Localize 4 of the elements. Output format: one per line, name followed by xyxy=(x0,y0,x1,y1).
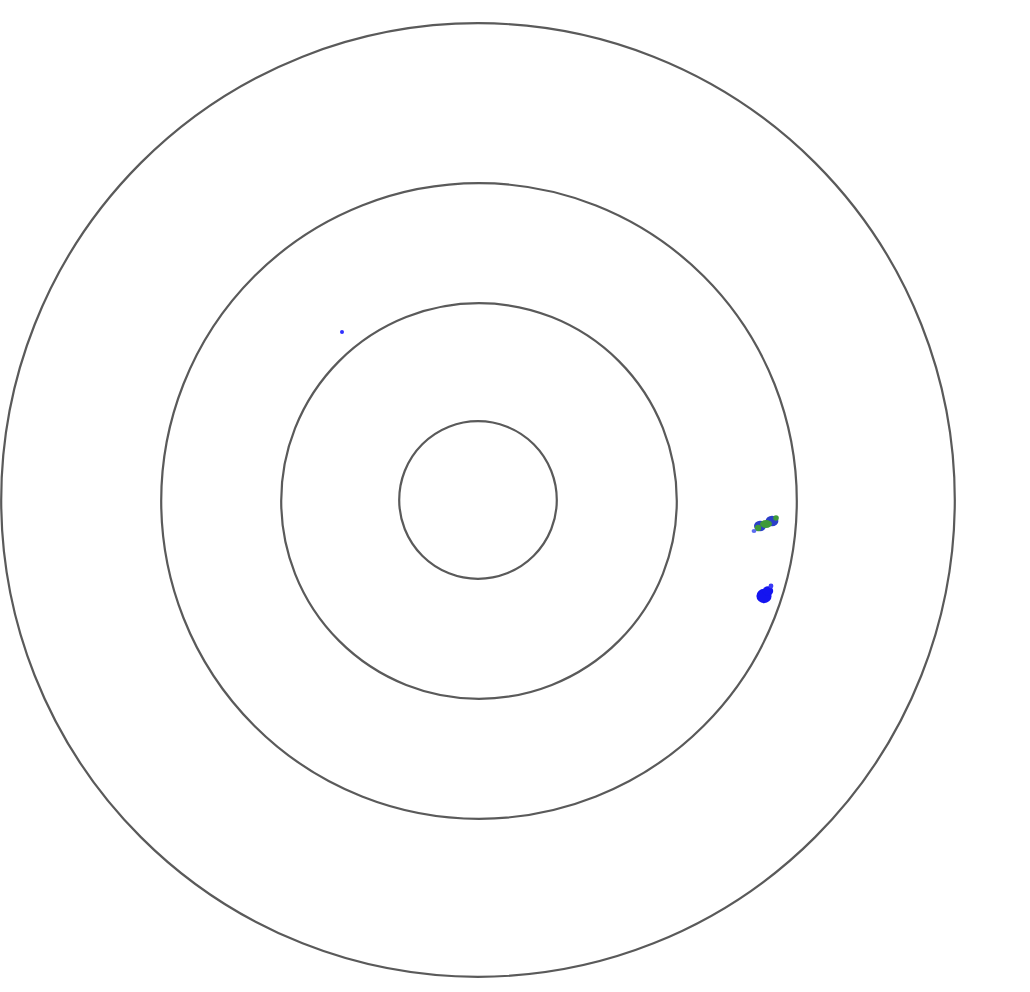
target-ring xyxy=(159,181,797,819)
target-ring xyxy=(279,301,677,699)
target-ring xyxy=(0,22,956,978)
target-ring xyxy=(398,420,558,580)
